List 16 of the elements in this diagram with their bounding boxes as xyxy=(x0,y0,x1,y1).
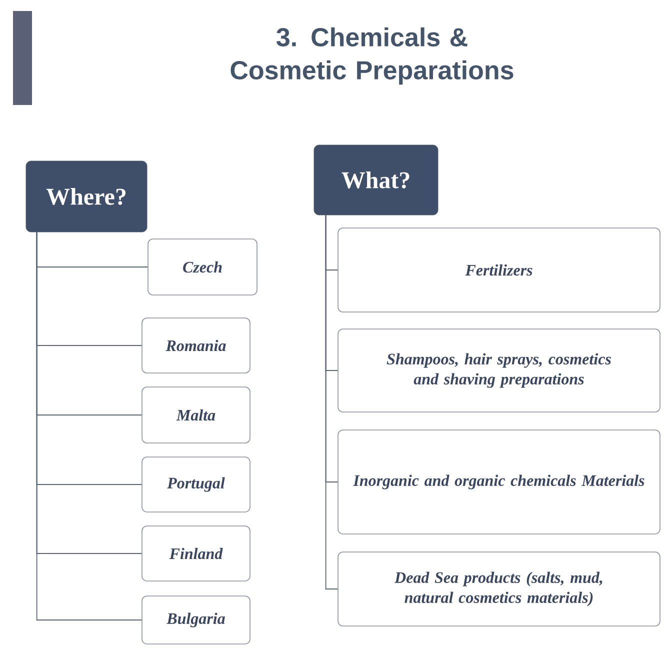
header-box: Where? xyxy=(26,160,148,232)
connector-line xyxy=(325,214,338,590)
category-box: Portugal xyxy=(142,456,250,512)
title: 3. Chemicals & Cosmetic Preparations xyxy=(230,27,514,85)
category-box: Czech xyxy=(148,238,258,296)
category-box: Finland xyxy=(142,526,250,582)
category-box: Inorganic and organic chemicals Materials xyxy=(338,430,660,534)
category-box: Malta xyxy=(142,386,250,444)
header-box: What? xyxy=(314,144,438,216)
category-box: Fertilizers xyxy=(338,228,660,312)
connector-line xyxy=(36,232,142,620)
category-box: Bulgaria xyxy=(142,596,250,644)
category-box: Romania xyxy=(142,318,250,374)
category-box: Dead Sea products (salts, mud, natural cosmetics materials) xyxy=(338,552,660,626)
accent-bar xyxy=(13,11,32,105)
category-box: Shampoos, hair sprays, cosmetics and shaving preparations xyxy=(338,328,660,412)
